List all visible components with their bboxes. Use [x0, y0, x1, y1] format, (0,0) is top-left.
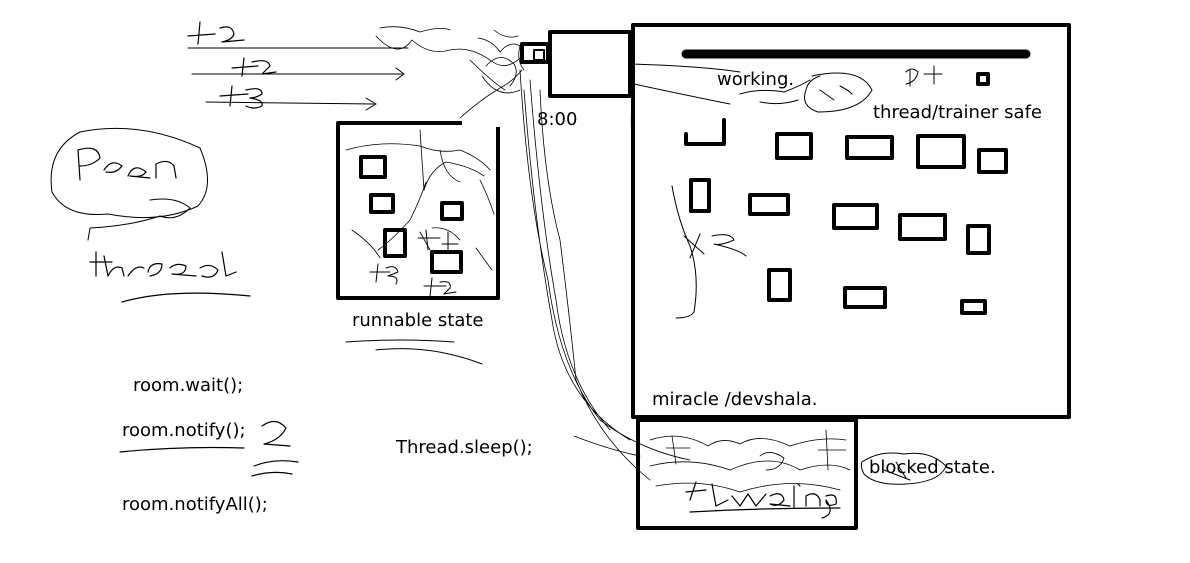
- door-to-class-link: [629, 63, 741, 151]
- thread-safe-label: thread/trainer safe: [873, 102, 1042, 123]
- classroom-box: [631, 23, 1071, 419]
- handwritten-thread-labels: [187, 21, 277, 109]
- notify-underline: [119, 446, 245, 453]
- clock-label: 8:00: [537, 109, 578, 130]
- blocked-waiting-scribble: [685, 481, 837, 519]
- blocked-underline: [689, 507, 841, 513]
- pen-to-thread-link: [87, 198, 191, 241]
- door-knob: [520, 42, 550, 64]
- t3-scribble: [219, 85, 263, 109]
- pen-bubble: [50, 127, 209, 219]
- blocked-label-scribble: [860, 452, 947, 485]
- runnable-waiting-boxes: [359, 155, 464, 274]
- room-notify-all-label: room.notifyAll();: [122, 494, 268, 515]
- trainer-desk: [684, 118, 726, 146]
- t1-scribble: [187, 21, 245, 45]
- runnable-state-label: runnable state: [352, 310, 484, 331]
- runnable-t2-scribble: [423, 277, 457, 297]
- classroom-label: miracle /devshala.: [652, 389, 818, 410]
- door-frame: [548, 30, 632, 98]
- runnable-t3-scribble: [369, 263, 399, 285]
- classroom-seats: [689, 72, 1008, 315]
- door-knob-inner: [533, 49, 545, 61]
- tick-scribble: [905, 65, 943, 87]
- thread-sleep-label: Thread.sleep();: [396, 437, 533, 458]
- runnable-underline: [345, 339, 483, 365]
- room-wait-label: room.wait();: [133, 375, 244, 396]
- blocked-state-box: [636, 418, 858, 530]
- classroom-t5-scribble: [671, 185, 747, 319]
- door-to-blocked-path: [519, 69, 691, 481]
- thread-handwriting: [89, 251, 237, 278]
- blocked-box-scribble: [649, 429, 851, 493]
- door-knob-scribble: [375, 26, 525, 119]
- thread-arrows: [187, 47, 409, 111]
- room-notify-label: room.notify();: [122, 420, 246, 441]
- pen-handwriting: [77, 147, 177, 181]
- thread-underline: [121, 292, 251, 303]
- notify-number-scribble: [251, 420, 299, 477]
- runnable-t4-scribble: [417, 229, 459, 251]
- working-scribble: [739, 72, 873, 113]
- runnable-box-door-gap: [462, 119, 502, 127]
- runnable-box-scribble: [345, 129, 495, 271]
- working-label: working.: [717, 69, 795, 90]
- runnable-state-box: [336, 121, 500, 300]
- t2-scribble: [231, 57, 277, 77]
- blocked-state-label: blocked state.: [869, 457, 996, 478]
